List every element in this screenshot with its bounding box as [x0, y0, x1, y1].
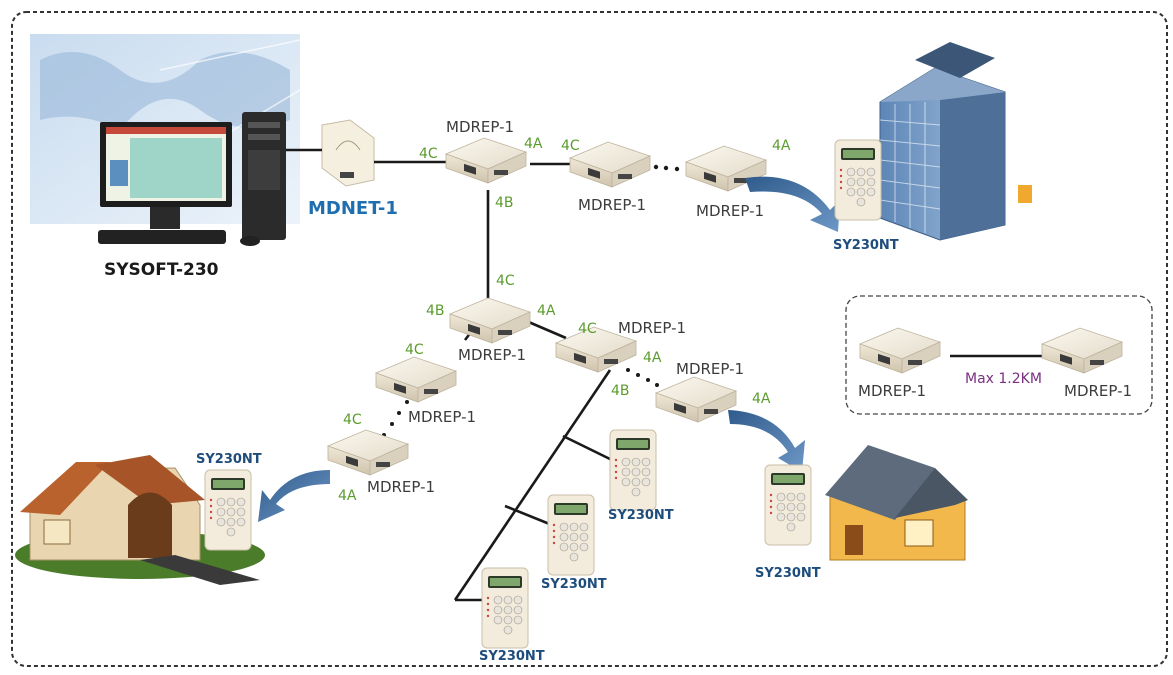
- terminal-office: [834, 139, 882, 221]
- port-label-4c-hub-top: 4C: [419, 146, 438, 162]
- repeater-legend-right: [1041, 327, 1123, 374]
- port-label-4a-right-1: 4A: [643, 350, 662, 366]
- terminal-house-right: [764, 464, 812, 546]
- port-label-4c-top-mid: 4C: [561, 138, 580, 154]
- mdrep-label-left-1: MDREP-1: [408, 408, 476, 426]
- terminal-branch-1: [609, 429, 657, 511]
- arrow-to-house-left: [258, 470, 330, 522]
- port-label-4a-left-2: 4A: [338, 488, 357, 504]
- mdrep-label-top-right: MDREP-1: [696, 202, 764, 220]
- terminal-branch-3: [481, 567, 529, 649]
- mdrep-label-hub-top: MDREP-1: [446, 118, 514, 136]
- repeater-right-2: [655, 376, 737, 423]
- outer-frame: [11, 11, 1168, 667]
- mdrep-label-right-1: MDREP-1: [618, 319, 686, 337]
- office-building-icon: [879, 42, 1032, 241]
- terminal-label-branch-2: SY230NT: [541, 577, 607, 592]
- house-right-icon: [825, 445, 968, 561]
- arrow-to-building: [745, 176, 840, 232]
- terminal-label-house-right: SY230NT: [755, 566, 821, 581]
- repeater-left-1: [375, 356, 457, 403]
- arrow-to-house-right: [728, 410, 805, 472]
- mdrep-label-top-mid: MDREP-1: [578, 196, 646, 214]
- terminal-label-branch-1: SY230NT: [608, 508, 674, 523]
- pc-label: SYSOFT-230: [104, 260, 219, 280]
- mdrep-label-right-2: MDREP-1: [676, 360, 744, 378]
- port-label-4b-hub-mid: 4B: [426, 303, 445, 319]
- house-left-icon: [15, 455, 265, 585]
- terminal-label-office: SY230NT: [833, 238, 899, 253]
- port-label-4a-right-2: 4A: [752, 391, 771, 407]
- repeater-hub-mid: [449, 297, 531, 344]
- network-links: [286, 148, 1042, 602]
- max-distance-label: Max 1.2KM: [965, 371, 1042, 387]
- repeater-left-2: [327, 429, 409, 476]
- pc-workstation: SYSOFT-230: [30, 34, 301, 280]
- repeater-top-mid: [569, 141, 651, 188]
- terminal-house-left: [204, 469, 252, 551]
- mdrep-label-hub-mid: MDREP-1: [458, 346, 526, 364]
- port-label-4b-right-1: 4B: [611, 383, 630, 399]
- repeater-hub-top: [445, 137, 527, 184]
- repeater-legend-left: [859, 327, 941, 374]
- mdnet-device: MDNET-1: [308, 119, 398, 219]
- terminal-label-house-left: SY230NT: [196, 452, 262, 467]
- port-label-4c-right-1: 4C: [578, 321, 597, 337]
- mdrep-label-left-2: MDREP-1: [367, 478, 435, 496]
- dotted-links: [382, 164, 680, 437]
- port-label-4a-top-right: 4A: [772, 138, 791, 154]
- mdrep-label-legend-right: MDREP-1: [1064, 382, 1132, 400]
- distance-legend-box: [845, 295, 1153, 415]
- port-label-4b-hub-top: 4B: [495, 195, 514, 211]
- terminal-branch-2: [547, 494, 595, 576]
- port-label-4a-hub-top: 4A: [524, 136, 543, 152]
- port-label-4c-hub-mid: 4C: [496, 273, 515, 289]
- port-label-4a-hub-mid: 4A: [537, 303, 556, 319]
- mdnet-label: MDNET-1: [308, 198, 398, 219]
- terminal-label-branch-3: SY230NT: [479, 649, 545, 664]
- port-label-4c-left-1: 4C: [405, 342, 424, 358]
- port-label-4c-left-2: 4C: [343, 412, 362, 428]
- mdrep-label-legend-left: MDREP-1: [858, 382, 926, 400]
